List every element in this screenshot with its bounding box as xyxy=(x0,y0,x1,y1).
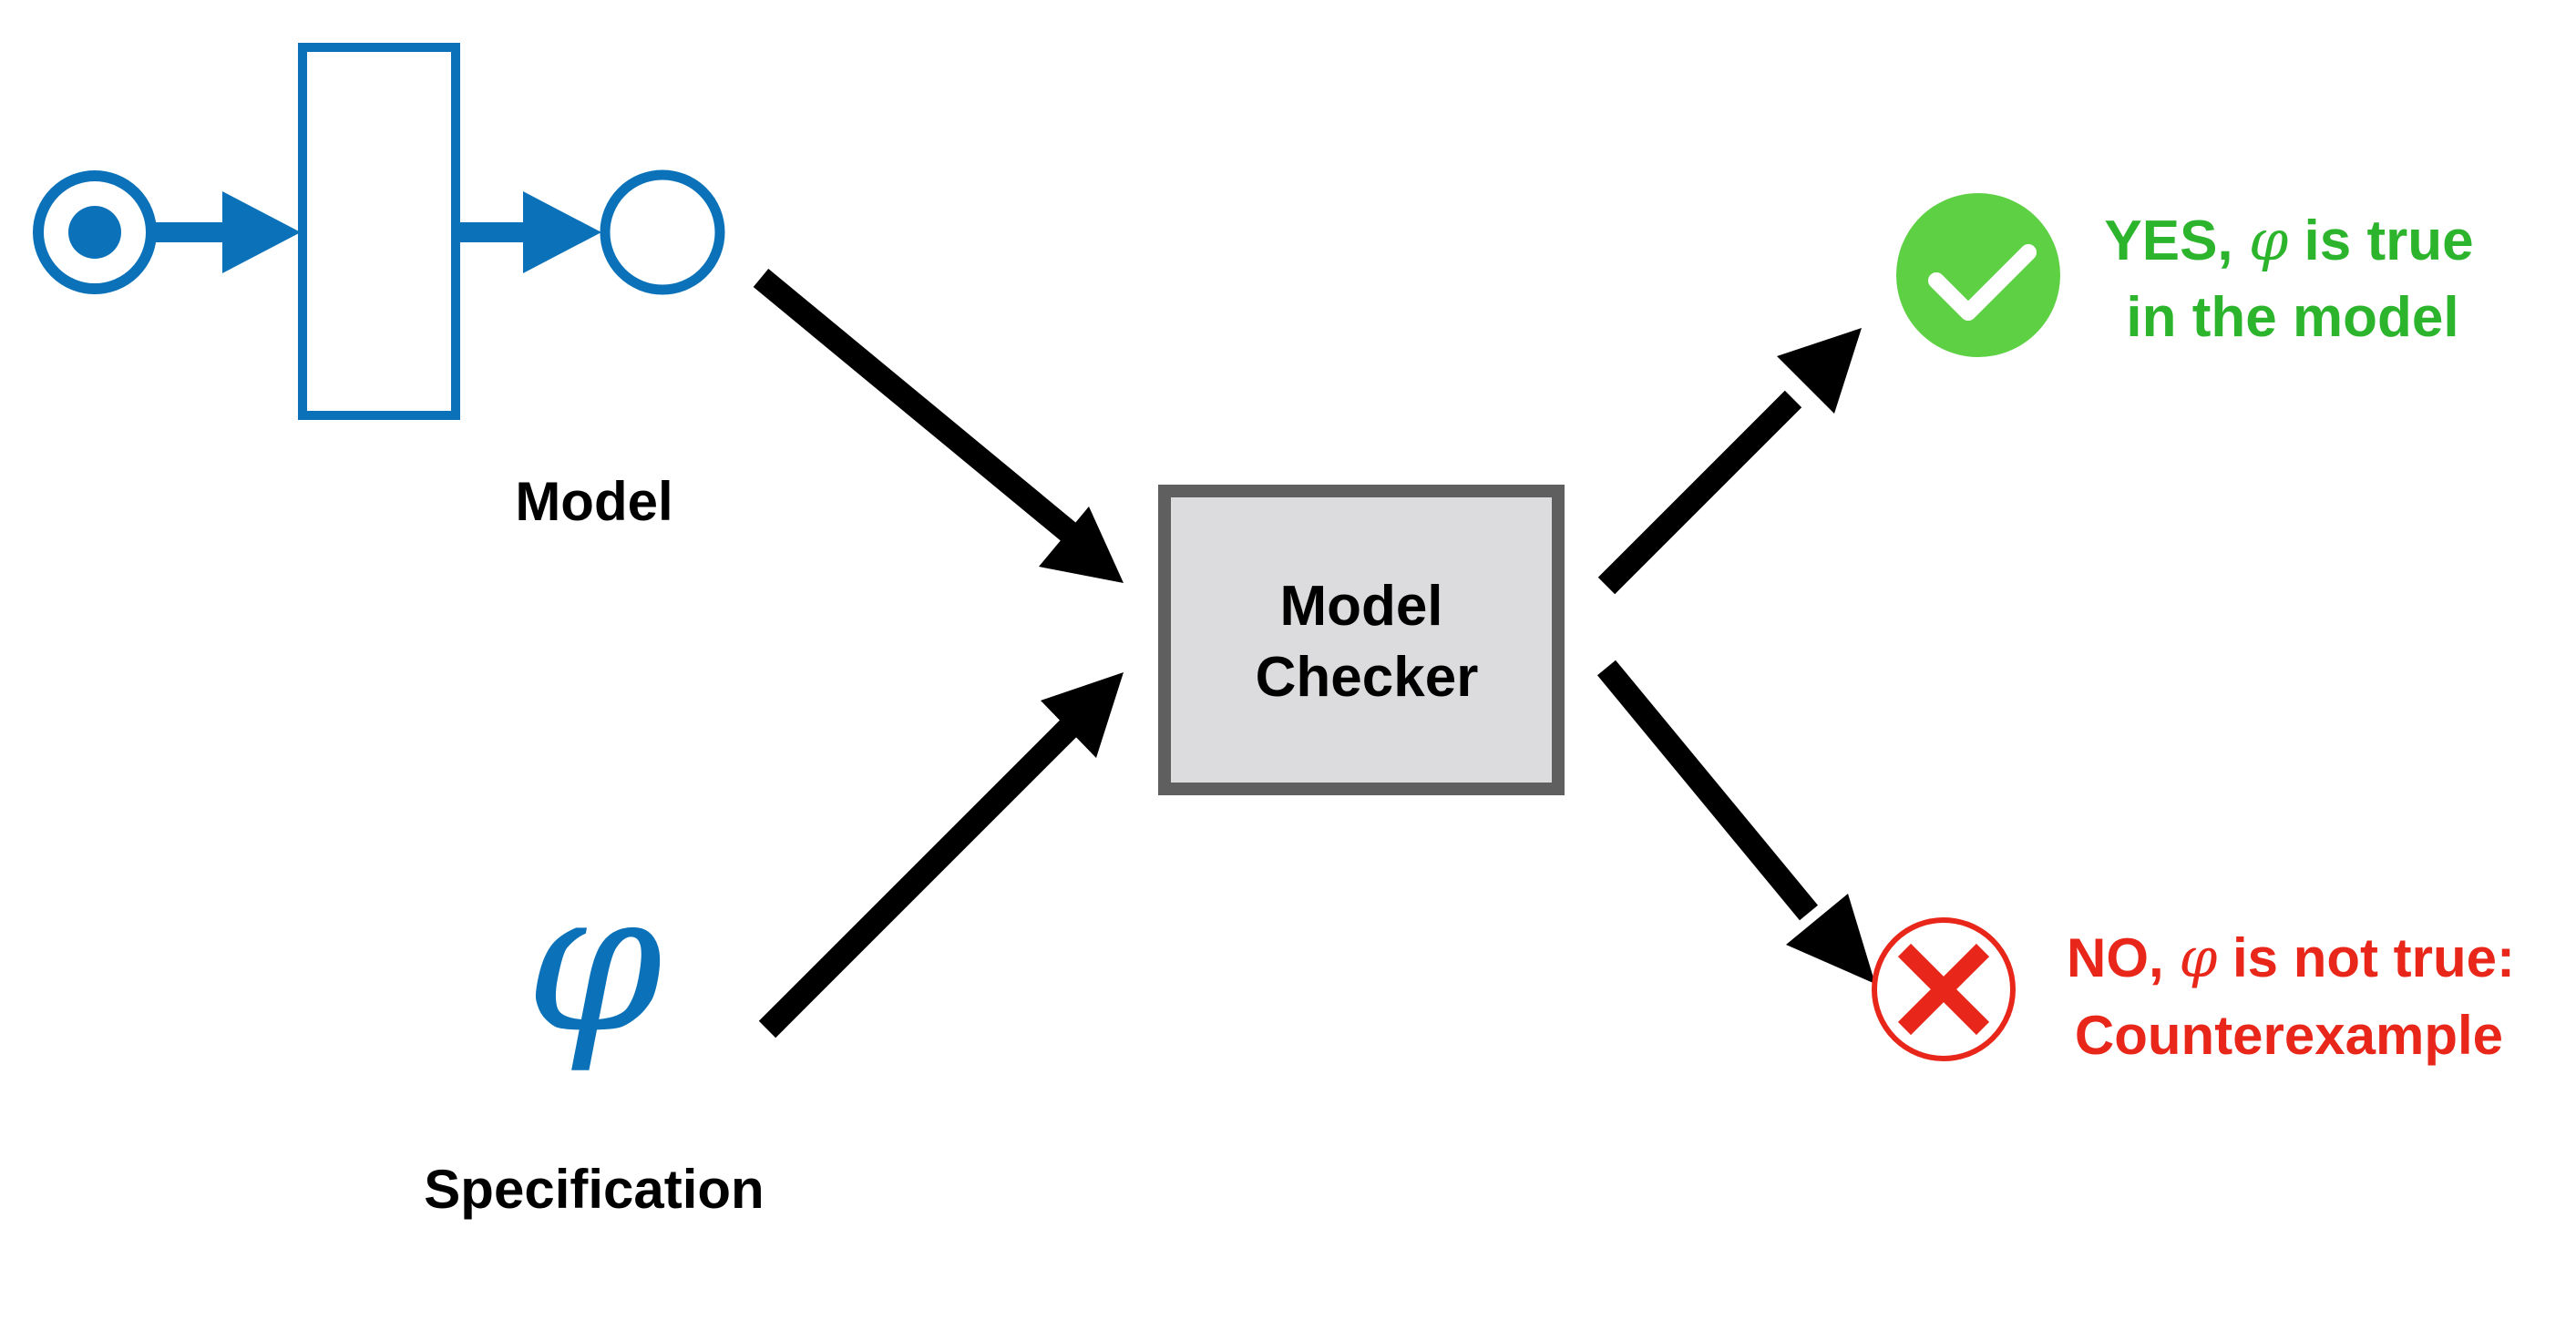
cross-stroke-2 xyxy=(1897,943,1990,1036)
no-result-line1: NO, φ is not true: xyxy=(2067,926,2515,990)
arrow-spec-to-checker xyxy=(758,672,1124,1039)
arrow-head xyxy=(1041,672,1124,758)
checker-label-line1: Model xyxy=(1279,575,1442,638)
arrow-checker-to-yes xyxy=(1597,328,1862,595)
no-phi-symbol: φ xyxy=(2179,926,2217,990)
model-checker-box xyxy=(1158,485,1565,795)
arrow-shaft xyxy=(1597,390,1802,595)
phi-symbol: φ xyxy=(526,847,663,1076)
yes-prefix: YES, xyxy=(2104,210,2249,272)
petri-arrowhead-2 xyxy=(523,191,601,273)
specification-label: Specification xyxy=(424,1159,764,1220)
check-circle-bg xyxy=(1896,193,2060,357)
yes-result-line2: in the model xyxy=(2126,286,2458,349)
yes-suffix: is true xyxy=(2288,210,2473,272)
arrow-shaft xyxy=(753,268,1083,547)
check-circle-icon xyxy=(1896,193,2060,357)
petri-net-icon xyxy=(33,43,725,420)
arrow-model-to-checker xyxy=(753,268,1124,583)
token-dot xyxy=(68,206,121,259)
petri-arrowhead-1 xyxy=(222,191,301,273)
yes-phi-symbol: φ xyxy=(2249,207,2289,273)
cross-circle-icon xyxy=(1872,917,2016,1061)
checkmark xyxy=(1928,244,2037,321)
arrow-head xyxy=(1039,507,1124,583)
arrow-checker-to-no xyxy=(1596,660,1875,984)
no-prefix: NO, xyxy=(2067,927,2179,988)
no-suffix: is not true: xyxy=(2217,927,2515,988)
model-label: Model xyxy=(515,471,672,532)
arrow-head xyxy=(1786,894,1875,984)
no-result-line2: Counterexample xyxy=(2075,1005,2503,1066)
yes-result-line1: YES, φ is true xyxy=(2104,207,2473,273)
arrow-shaft xyxy=(758,717,1080,1039)
output-place-circle xyxy=(600,169,725,295)
arrow-head xyxy=(1777,328,1862,414)
checker-label-line2: Checker xyxy=(1256,646,1479,709)
arrow-shaft xyxy=(1596,660,1819,921)
transition-box xyxy=(298,43,460,420)
